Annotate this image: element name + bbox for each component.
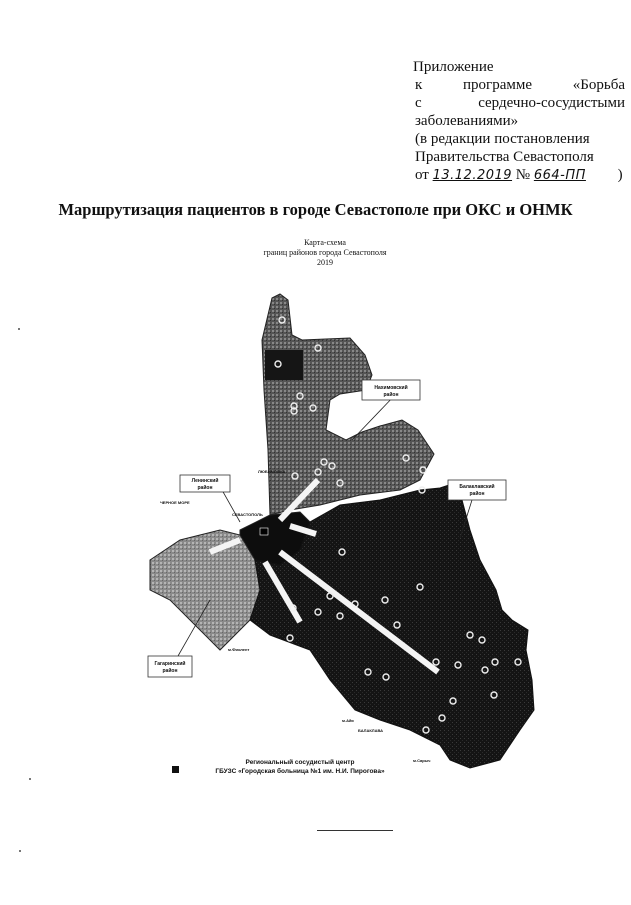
appendix-word: программе — [463, 77, 533, 93]
appendix-word: к — [415, 77, 423, 93]
district-map: Нахимовский район Ленинский район Балакл… — [140, 290, 560, 770]
svg-text:Гагаринский: Гагаринский — [155, 660, 186, 667]
svg-text:Ленинский: Ленинский — [192, 477, 219, 484]
appendix-word: сердечно-сосудистыми — [478, 95, 625, 111]
callout-gagarinsky: Гагаринский район — [147, 599, 211, 678]
handwritten-date: 13.12.2019 — [432, 168, 513, 183]
appendix-word: Правительства Севастополя — [415, 149, 594, 165]
svg-text:Нахимовский: Нахимовский — [374, 384, 407, 391]
end-divider-line — [317, 830, 393, 831]
map-caption: Карта-схема границ районов города Севаст… — [240, 238, 410, 268]
scan-speck — [19, 850, 21, 852]
scan-speck — [29, 778, 31, 780]
appendix-word: (в редакции постановления — [415, 131, 590, 147]
close-paren: ) — [617, 167, 623, 183]
svg-text:ЧЕРНОЕ МОРЕ: ЧЕРНОЕ МОРЕ — [160, 500, 190, 505]
appendix-line-3: с сердечно-сосудистыми — [413, 94, 625, 112]
map-caption-subtitle: границ районов города Севастополя — [263, 248, 387, 257]
map-svg: Нахимовский район Ленинский район Балакл… — [147, 293, 535, 769]
appendix-word: «Борьба — [572, 77, 625, 93]
page-title: Маршрутизация пациентов в городе Севасто… — [58, 200, 573, 219]
scan-speck — [18, 328, 20, 330]
appendix-heading: Приложение — [413, 59, 494, 75]
callout-nakhimovsky: Нахимовский район — [351, 379, 421, 441]
svg-text:район: район — [470, 490, 485, 497]
number-sign: № — [515, 167, 531, 183]
legend-text: Региональный сосудистый центр ГБУЗС «Гор… — [190, 758, 410, 776]
svg-text:м.Айя: м.Айя — [342, 718, 354, 723]
date-prefix: от — [415, 167, 429, 183]
appendix-line-2: к программе «Борьба — [413, 76, 625, 94]
underline-filler: ____ — [586, 168, 614, 183]
svg-text:ЛЮБИМОВКА: ЛЮБИМОВКА — [258, 469, 285, 474]
appendix-line-7: от 13.12.2019 № 664-ПП____ ) — [413, 166, 625, 185]
route-lines — [208, 477, 440, 675]
svg-text:м.Фиолент: м.Фиолент — [228, 647, 249, 652]
svg-text:м.Сарыч: м.Сарыч — [413, 758, 431, 763]
svg-text:БАЛАКЛАВА: БАЛАКЛАВА — [358, 728, 383, 733]
svg-text:СЕВАСТОПОЛЬ: СЕВАСТОПОЛЬ — [232, 512, 263, 517]
regional-center-legend-square — [172, 766, 179, 773]
facility-markers — [274, 316, 522, 734]
map-caption-title: Карта-схема — [304, 238, 346, 247]
appendix-word: с — [415, 95, 422, 111]
legend-line-2: ГБУЗС «Городская больница №1 им. Н.И. Пи… — [215, 768, 385, 775]
svg-text:район: район — [198, 484, 213, 491]
legend-line-1: Региональный сосудистый центр — [245, 759, 355, 766]
callout-leninsky: Ленинский район — [179, 474, 241, 523]
appendix-line-5: (в редакции постановления — [413, 130, 625, 148]
appendix-word: заболеваниями» — [415, 113, 519, 129]
appendix-block: Приложение к программе «Борьба с сердечн… — [413, 58, 625, 185]
svg-text:Балаклавский: Балаклавский — [459, 483, 494, 490]
appendix-line-1: Приложение — [413, 58, 625, 76]
appendix-line-6: Правительства Севастополя — [413, 148, 625, 166]
handwritten-number: 664-ПП — [533, 168, 586, 183]
svg-text:район: район — [163, 667, 178, 674]
nakhimovsky-district-shape — [261, 293, 435, 516]
appendix-line-4: заболеваниями» — [413, 112, 625, 130]
callout-balaklavsky: Балаклавский район — [447, 479, 507, 539]
svg-text:район: район — [384, 391, 399, 398]
regional-center-marker — [259, 527, 269, 536]
map-caption-year: 2019 — [317, 258, 333, 267]
